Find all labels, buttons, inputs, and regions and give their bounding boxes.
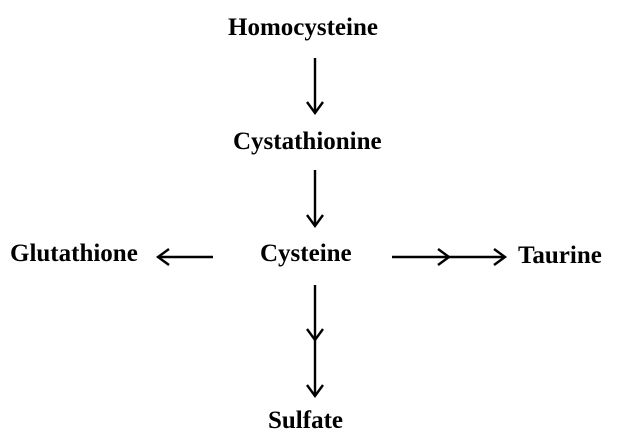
node-homocysteine: Homocysteine: [228, 14, 378, 41]
node-cystathionine: Cystathionine: [233, 128, 382, 155]
node-sulfate: Sulfate: [268, 407, 343, 434]
node-cysteine: Cysteine: [260, 240, 352, 267]
node-taurine: Taurine: [518, 242, 602, 269]
node-glutathione: Glutathione: [10, 240, 138, 267]
